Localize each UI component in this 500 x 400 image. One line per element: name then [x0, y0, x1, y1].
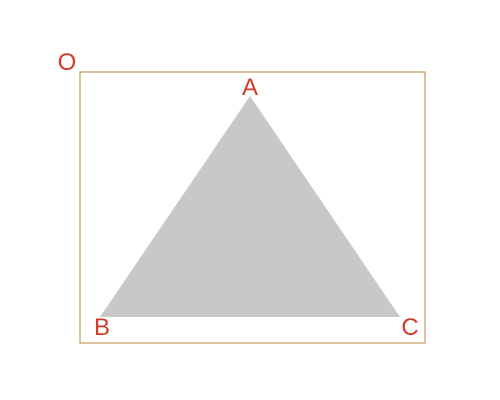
origin-label: O: [58, 49, 77, 76]
vertex-a-label: A: [242, 74, 258, 101]
vertex-b-label: B: [94, 314, 110, 341]
triangle-abc: [100, 96, 400, 317]
bounding-frame: [79, 71, 426, 344]
vertex-c-label: C: [401, 314, 418, 341]
